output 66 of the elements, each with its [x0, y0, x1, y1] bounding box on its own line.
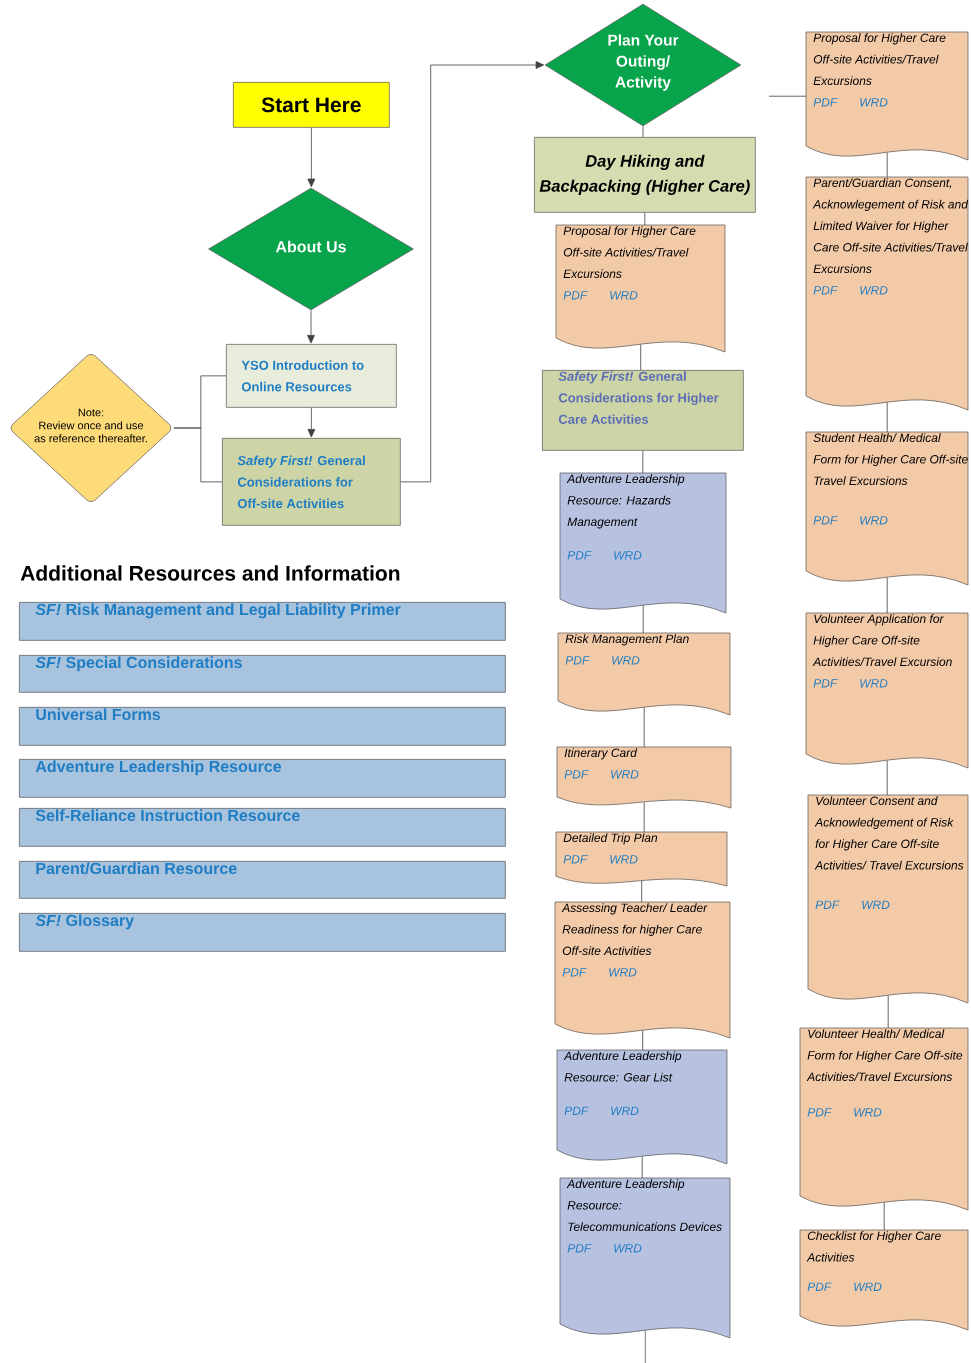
- connector: [642, 125, 644, 138]
- wrd-link: WRD: [860, 98, 888, 107]
- resource-bar: SF! Glossary: [19, 913, 506, 952]
- wrd-link: WRD: [611, 1106, 639, 1115]
- pdf-link: PDF: [565, 656, 590, 665]
- resource-bar: Parent/Guardian Resource: [19, 861, 506, 899]
- pdf-link: PDF: [562, 968, 587, 977]
- wrd-link: WRD: [614, 1244, 642, 1253]
- wrd-link: WRD: [854, 1108, 882, 1117]
- pdf-link: PDF: [564, 770, 589, 779]
- connector: [400, 61, 545, 483]
- resource-bar: Self-Reliance Instruction Resource: [19, 808, 506, 847]
- pdf-link: PDF: [813, 516, 838, 525]
- wrd-link: WRD: [612, 656, 640, 665]
- wrd-link: WRD: [610, 855, 638, 864]
- connector: [643, 801, 645, 833]
- pdf-link: PDF: [563, 855, 588, 864]
- pdf-link: PDF: [813, 679, 838, 688]
- connector: [886, 577, 888, 614]
- resource-bar: Adventure Leadership Resource: [19, 759, 506, 798]
- wrd-link: WRD: [611, 770, 639, 779]
- connector: [887, 995, 889, 1029]
- resource-bar: SF! Special Considerations: [19, 655, 506, 693]
- connector: [642, 605, 644, 634]
- connector: [307, 309, 315, 344]
- connector: [307, 407, 316, 438]
- pdf-link: PDF: [564, 1106, 589, 1115]
- resource-bar: Universal Forms: [19, 707, 506, 746]
- pdf-link: PDF: [813, 98, 838, 107]
- connector: [886, 152, 888, 178]
- process-box: Safety First! General Considerations for Higher Care Activities: [542, 370, 744, 451]
- connector: [883, 1202, 885, 1231]
- connector: [641, 1156, 643, 1179]
- wrd-link: WRD: [610, 291, 638, 300]
- connector: [644, 1330, 646, 1363]
- process-box: Safety First! General Considerations for Off-site Activities: [222, 438, 401, 526]
- connector: [640, 344, 642, 371]
- pdf-link: PDF: [815, 900, 840, 909]
- heading-box: Day Hiking and Backpacking (Higher Care): [534, 137, 756, 213]
- start-box: Start Here: [233, 82, 390, 128]
- connector: [644, 212, 646, 226]
- connector: [643, 707, 645, 748]
- wrd-link: WRD: [609, 968, 637, 977]
- connector: [886, 402, 888, 433]
- connector: [768, 95, 807, 97]
- process-box: YSO Introduction to Online Resources: [226, 344, 397, 408]
- section-heading: Additional Resources and Information: [20, 565, 400, 581]
- wrd-link: WRD: [860, 679, 888, 688]
- wrd-link: WRD: [614, 551, 642, 560]
- pdf-link: PDF: [813, 286, 838, 295]
- wrd-link: WRD: [860, 286, 888, 295]
- connector: [886, 760, 888, 796]
- connector: [642, 450, 644, 474]
- connector: [173, 427, 223, 483]
- pdf-link: PDF: [567, 1244, 592, 1253]
- pdf-link: PDF: [563, 291, 588, 300]
- connector: [307, 127, 316, 188]
- connector: [642, 1030, 644, 1051]
- pdf-link: PDF: [807, 1108, 832, 1117]
- pdf-link: PDF: [567, 551, 592, 560]
- wrd-link: WRD: [854, 1282, 882, 1291]
- wrd-link: WRD: [860, 516, 888, 525]
- connector: [641, 880, 643, 903]
- resource-bar: SF! Risk Management and Legal Liability Primer: [19, 602, 506, 641]
- pdf-link: PDF: [807, 1282, 832, 1291]
- wrd-link: WRD: [862, 900, 890, 909]
